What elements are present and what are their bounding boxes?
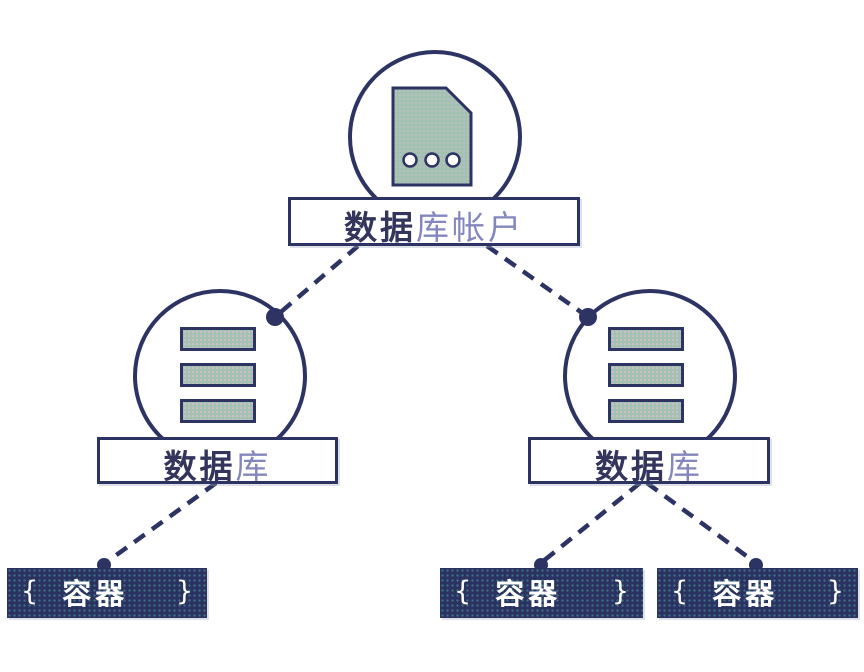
open-brace: { [21, 575, 39, 607]
database-account-node-circle [348, 50, 522, 224]
database-left-label-text-light: 库 [235, 446, 272, 486]
database-account-icon [391, 86, 473, 187]
connector-db-right-to-container-2 [539, 481, 642, 565]
container-label: 容器 [495, 577, 562, 611]
container-box-1: { 容器 } [7, 568, 207, 618]
database-left-label: 数据库 [97, 437, 338, 486]
database-bar [608, 363, 684, 387]
database-bar [608, 327, 684, 351]
container-label: 容器 [712, 577, 779, 611]
database-bar [180, 363, 256, 387]
database-account-label-text-bold: 数据 [344, 207, 416, 247]
database-right-label: 数据库 [528, 437, 770, 486]
container-label: 容器 [62, 577, 129, 611]
database-left-label-text-bold: 数据 [163, 446, 236, 486]
close-brace: } [826, 575, 844, 607]
open-brace: { [454, 575, 472, 607]
database-account-label: 数据库帐户 [288, 197, 580, 247]
connector-account-to-db-left [273, 244, 360, 319]
database-account-label-text-light: 库帐户 [416, 207, 524, 247]
database-icon [180, 327, 256, 435]
connector-db-right-to-container-3 [645, 481, 758, 565]
close-brace: } [175, 575, 193, 607]
connector-dot [579, 308, 597, 326]
database-bar [180, 399, 256, 423]
database-right-label-text-bold: 数据 [595, 446, 667, 486]
connector-db-left-to-container-1 [102, 481, 218, 566]
open-brace: { [671, 575, 689, 607]
close-brace: } [611, 575, 629, 607]
container-box-2: { 容器 } [440, 568, 643, 618]
connector-account-to-db-right [485, 244, 590, 319]
database-bar [608, 399, 684, 423]
container-box-3: { 容器 } [657, 568, 858, 618]
database-bar [180, 327, 256, 351]
database-right-label-text-light: 库 [667, 446, 703, 486]
connector-dot [266, 308, 284, 326]
database-icon [608, 327, 684, 435]
